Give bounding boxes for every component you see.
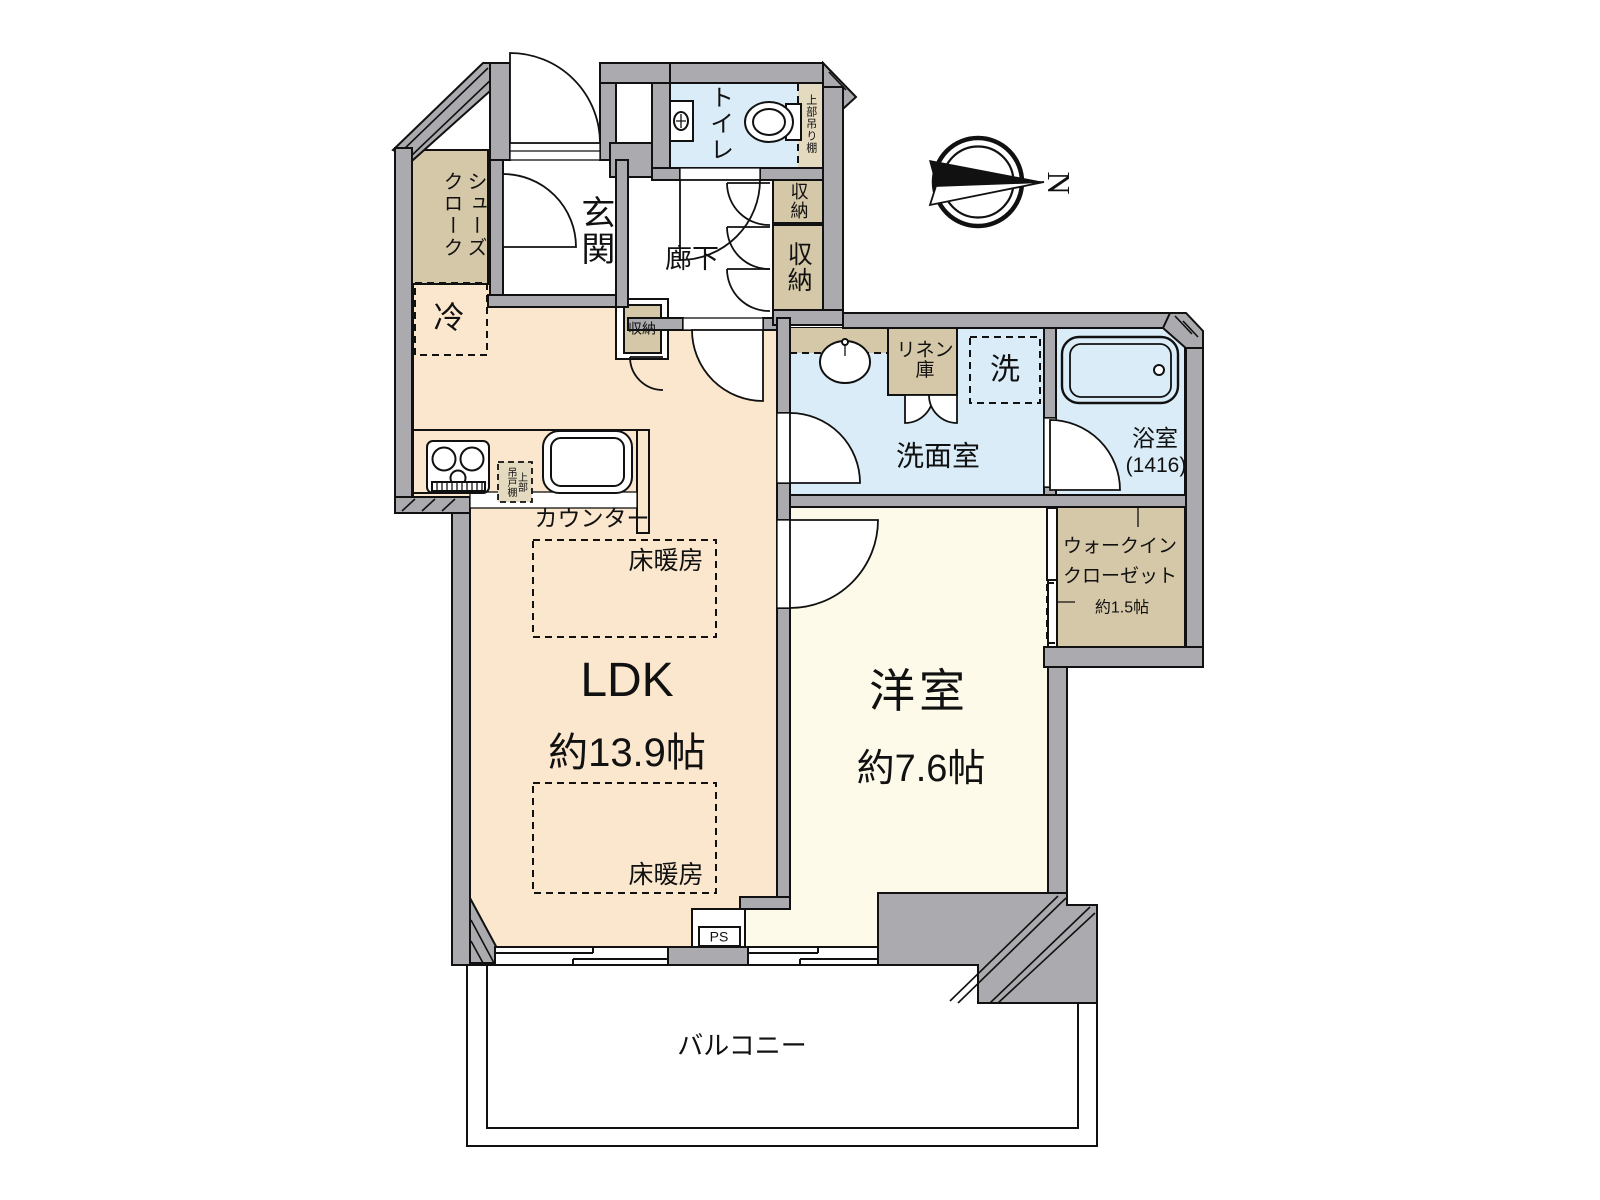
toilet-icon: [669, 100, 802, 143]
hall-storage-small-box: [772, 179, 824, 224]
entrance-inner-door: [502, 173, 577, 248]
hall-storage-door-3: [726, 268, 771, 312]
linen-line1: リネン: [896, 340, 954, 362]
label-linen: リネン 庫: [896, 341, 953, 381]
label-compass-north: N: [1040, 171, 1077, 195]
upper-cabinet-col2: 吊戸棚: [505, 467, 516, 497]
label-western-room: 洋室: [869, 664, 969, 717]
label-floor-heating-bottom: 床暖房: [628, 860, 704, 889]
label-pipe-space: PS: [709, 928, 729, 945]
wic-sliding-door-open: [1046, 582, 1058, 644]
label-balcony: バルコニー: [677, 1030, 807, 1061]
label-fridge: 冷: [433, 300, 465, 336]
ldk-window: [494, 946, 669, 966]
fixtures: [413, 100, 1180, 894]
ldk-door: [691, 329, 764, 402]
western-window: [747, 946, 879, 966]
entrance-door: [509, 52, 601, 144]
toilet-upper-shelf-strip: [798, 83, 823, 168]
wic-hanger-mark: [1057, 507, 1139, 603]
label-counter: カウンター: [534, 504, 650, 531]
bath-door: [1049, 419, 1121, 491]
hall-storage-door-1: [726, 182, 771, 226]
kitchen-sink-icon: [542, 430, 633, 494]
label-ldk: LDK: [580, 653, 674, 707]
label-wic-line1: ウォークイン: [1062, 536, 1178, 558]
compass-icon: [928, 135, 1045, 229]
label-toilet: トイレ: [705, 85, 733, 163]
label-washer: 洗: [990, 353, 1020, 387]
label-storage-ldk: 収納: [628, 320, 656, 337]
doors: [502, 52, 1139, 644]
ldk-door-threshold: [682, 317, 764, 331]
label-bathroom: 浴室: [1132, 424, 1178, 451]
label-washroom: 洗面室: [895, 440, 981, 472]
wic-sliding-door: [1046, 507, 1058, 581]
washroom-door: [789, 412, 861, 484]
label-storage-hall-large: 収納: [784, 241, 813, 293]
toilet-door: [679, 179, 761, 261]
label-wic-size: 約1.5帖: [1094, 599, 1150, 617]
label-western-room-size: 約7.6帖: [856, 748, 986, 791]
label-kitchen-upper-cabinet: 吊戸棚 上部: [505, 465, 527, 499]
floor-heating-top-box: [532, 539, 717, 638]
ps-box: [698, 926, 741, 947]
label-toilet-upper-shelf: 上部吊り棚: [804, 94, 817, 154]
label-ldk-size: 約13.9帖: [548, 731, 706, 775]
label-wic-line2: クローゼット: [1062, 566, 1178, 588]
washer-box: [969, 336, 1041, 404]
ldk-storage-door: [629, 356, 664, 391]
label-storage-hall-small: 収納: [788, 182, 809, 220]
linen-line2: 庫: [915, 360, 935, 381]
shoes-closet-box: [411, 149, 489, 285]
linen-cabinet-box: [887, 327, 958, 396]
toilet-threshold: [679, 167, 761, 181]
label-entrance: 玄関: [575, 195, 614, 267]
label-shoes-closet: シューズクローク: [440, 171, 486, 259]
fridge-box: [414, 282, 488, 356]
linen-door-right: [928, 394, 958, 424]
floor-heating-bottom-box: [532, 782, 717, 894]
kitchen-counter-panel: [636, 429, 650, 534]
upper-cabinet-col1: 上部: [515, 472, 527, 492]
western-door-threshold: [776, 519, 791, 609]
stove-icon: [426, 440, 490, 494]
western-room-door: [789, 519, 879, 609]
label-hallway: 廊下: [665, 243, 719, 274]
walls: [391, 60, 1204, 1004]
label-bathroom-size: (1416): [1125, 453, 1187, 477]
label-floor-heating-top: 床暖房: [628, 546, 704, 575]
washroom-sink-icon: [819, 338, 871, 384]
bathtub-icon: [1060, 335, 1180, 405]
openings: [494, 142, 1057, 966]
kitchen-upper-cabinet-box: [497, 461, 533, 503]
washroom-door-threshold: [776, 412, 791, 484]
